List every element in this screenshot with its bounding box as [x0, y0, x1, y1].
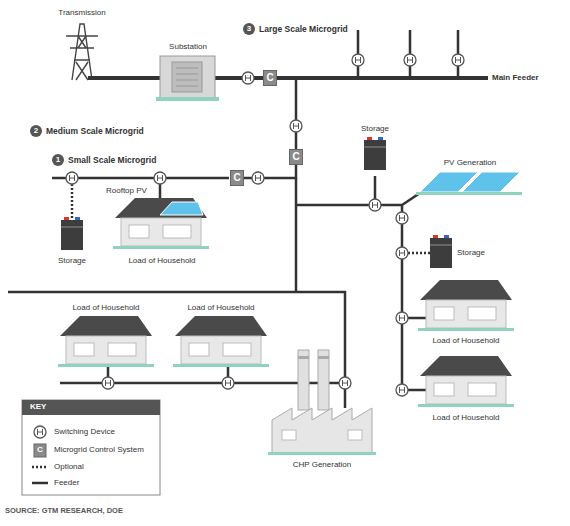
- device-label: CHP Generation: [293, 460, 352, 470]
- region-heading: 2 Medium Scale Microgrid: [30, 125, 144, 137]
- legend-text: Feeder: [54, 478, 79, 488]
- switching-device: [396, 312, 408, 324]
- switching-device: [396, 212, 408, 224]
- optional-line: [408, 252, 430, 255]
- region-heading: 3 Large Scale Microgrid: [243, 23, 348, 35]
- microgrid-region: 1Small Scale MicrogridC: [44, 148, 302, 272]
- house-icon: [418, 280, 514, 331]
- switching-device: [290, 120, 302, 132]
- chp-plant: [268, 350, 376, 455]
- device-label: Storage: [361, 124, 389, 134]
- control-label: C: [266, 72, 273, 84]
- feeder-connector: [277, 78, 296, 149]
- switching-device: [102, 377, 114, 389]
- region-outline: [44, 148, 302, 272]
- device-label: Load of Household: [72, 303, 139, 313]
- switching-device: [396, 247, 408, 259]
- feeder-label: Main Feeder: [492, 73, 539, 83]
- legend-text: Optional: [54, 462, 84, 472]
- switching-device: [242, 72, 254, 84]
- switching-device: [66, 172, 78, 184]
- legend-text: Microgrid Control System: [54, 445, 144, 455]
- switching-device: [154, 172, 166, 184]
- device-label: Load of Household: [187, 303, 254, 313]
- control-symbol-letter: C: [37, 445, 43, 455]
- region-title: Large Scale Microgrid: [259, 24, 348, 34]
- main-feeder-line: [88, 76, 488, 80]
- region-title: Medium Scale Microgrid: [46, 126, 144, 136]
- region-title: Small Scale Microgrid: [68, 155, 156, 165]
- pv-array: [416, 172, 522, 195]
- device-label: Storage: [457, 248, 485, 258]
- key-feeder-line: [32, 482, 48, 485]
- switching-device: [352, 54, 364, 66]
- control-system-box: C: [230, 170, 244, 186]
- device-label: Load of Household: [432, 336, 499, 346]
- house-icon: [418, 356, 514, 407]
- key-header-bar: [22, 400, 160, 415]
- region-heading: 1 Small Scale Microgrid: [52, 154, 156, 166]
- control-system-box: C: [263, 70, 277, 86]
- device-label: Rooftop PV: [106, 186, 147, 196]
- key-control-symbol: [34, 444, 46, 457]
- control-label: C: [233, 172, 240, 184]
- storage-battery: [61, 217, 83, 250]
- feeder-line: [52, 178, 229, 199]
- device-label: Load of Household: [128, 256, 195, 266]
- callout-number: 2: [30, 125, 42, 137]
- control-label: C: [292, 151, 299, 163]
- source-caption: SOURCE: GTM RESEARCH, DOE: [5, 506, 123, 516]
- substation-icon: [156, 56, 219, 101]
- house-icon: [58, 316, 154, 367]
- device-label: Storage: [58, 256, 86, 266]
- storage-battery: [364, 137, 386, 170]
- legend-text: Switching Device: [54, 427, 115, 437]
- switching-device: [252, 172, 264, 184]
- device-label: PV Generation: [444, 158, 496, 168]
- callout-number: 3: [243, 23, 255, 35]
- switching-device: [339, 377, 351, 389]
- feeder-line: [8, 176, 426, 408]
- device-label: Transmission: [58, 8, 105, 18]
- key-box: [22, 400, 160, 495]
- transmission-tower: [66, 24, 98, 80]
- callout-number: 1: [52, 154, 64, 166]
- house-icon: [173, 316, 269, 367]
- switching-device: [222, 377, 234, 389]
- control-system-box: C: [289, 149, 303, 165]
- feeder-tap: [358, 30, 458, 78]
- rooftop-pv-panel: [160, 202, 203, 215]
- house-icon: [113, 198, 209, 249]
- device-label: Substation: [169, 42, 207, 52]
- switching-device: [404, 54, 416, 66]
- key-optional-line: [32, 466, 48, 469]
- device-label: Load of Household: [432, 413, 499, 423]
- storage-battery: [430, 235, 452, 268]
- switching-device: [396, 384, 408, 396]
- switching-device: [369, 199, 381, 211]
- key-switch-symbol: [34, 426, 46, 438]
- key-heading: KEY: [30, 402, 46, 412]
- switching-device: [452, 54, 464, 66]
- optional-line: [71, 184, 74, 218]
